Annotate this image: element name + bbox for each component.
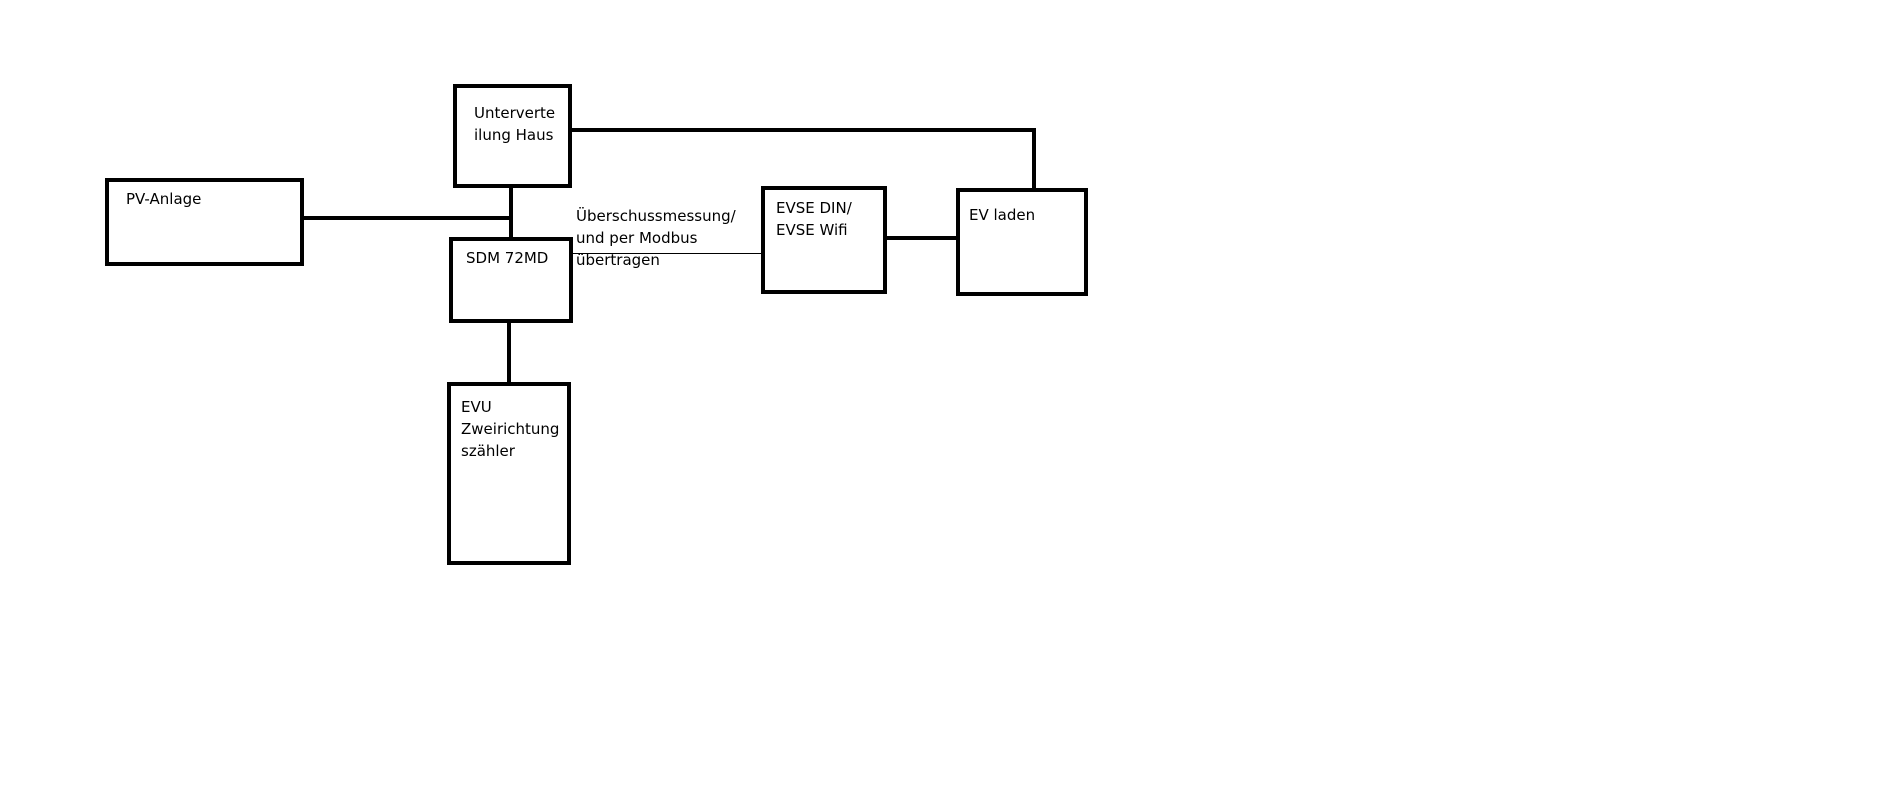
node-evu-zweirichtungszaehler: EVU Zweirichtung szähler [447,382,571,565]
wire-unterverteilung-ev-vertical [1032,128,1036,188]
node-evse-label: EVSE DIN/ EVSE Wifi [776,199,852,239]
node-sdm-72md: SDM 72MD [449,237,573,323]
node-unterverteilung-haus-label: Unterverte ilung Haus [474,104,556,144]
node-pv-anlage-label: PV-Anlage [126,190,202,208]
node-pv-anlage: PV-Anlage [105,178,304,266]
wire-sdm-evse-modbus [571,253,764,254]
wire-evse-ev [884,236,964,240]
wire-unterverteilung-sdm [509,186,513,239]
modbus-annotation: Überschussmessung/ und per Modbus übertr… [576,207,736,269]
wire-pv-sdm [302,216,512,220]
node-sdm-72md-label: SDM 72MD [466,249,549,267]
node-evu-zweirichtungszaehler-label: EVU Zweirichtung szähler [461,398,560,460]
node-evse: EVSE DIN/ EVSE Wifi [761,186,887,294]
node-unterverteilung-haus: Unterverte ilung Haus [453,84,572,188]
node-ev-laden: EV laden [956,188,1088,296]
wire-unterverteilung-ev-horizontal [568,128,1036,132]
wire-sdm-evu [507,321,511,384]
node-ev-laden-label: EV laden [969,206,1036,224]
